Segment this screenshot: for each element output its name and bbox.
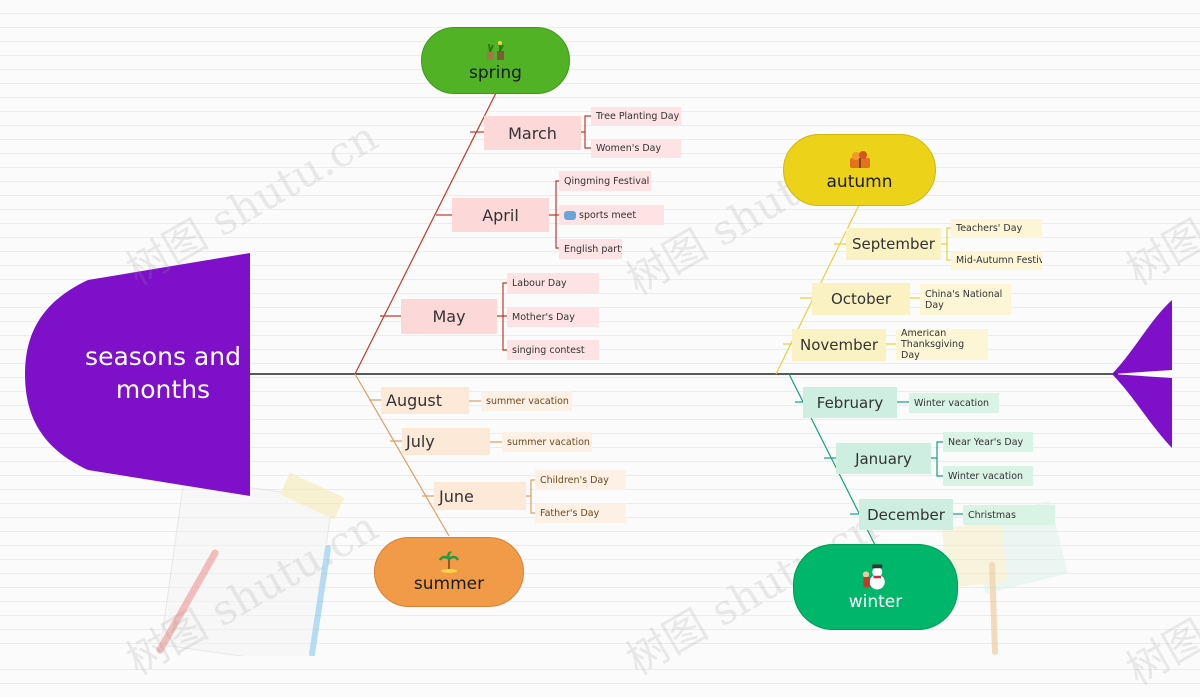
spring-label: spring [469, 62, 522, 83]
fish-tail [1112, 300, 1172, 448]
plant-pots-icon [486, 40, 504, 60]
spring-branch-lines [354, 92, 591, 375]
summer-branch-lines [354, 373, 535, 537]
winter-node[interactable]: winter [793, 544, 958, 630]
month-april[interactable]: April [452, 198, 549, 232]
event-labour-day[interactable]: Labour Day [507, 273, 599, 293]
spring-node[interactable]: spring [421, 27, 570, 94]
month-october[interactable]: October [812, 283, 910, 315]
event-sports-meet[interactable]: sports meet [559, 205, 664, 225]
event-childrens-day[interactable]: Children's Day [535, 470, 626, 490]
month-march[interactable]: March [484, 116, 581, 150]
event-winter-vacation-february[interactable]: Winter vacation [909, 393, 999, 413]
event-chinas-national-day[interactable]: China's National Day [920, 284, 1011, 315]
event-american-thanksgiving-day[interactable]: American Thanksgiving Day [896, 329, 988, 360]
notepad-decoration [156, 472, 345, 656]
summer-node[interactable]: summer [374, 537, 524, 607]
month-june[interactable]: June [434, 482, 526, 510]
palm-tree-icon [438, 551, 460, 573]
month-december[interactable]: December [859, 499, 953, 530]
event-summer-vacation-august[interactable]: summer vacation [481, 391, 572, 411]
autumn-node[interactable]: autumn [783, 134, 936, 206]
event-womens-day[interactable]: Women's Day [591, 139, 681, 158]
event-winter-vacation-january[interactable]: Winter vacation [943, 466, 1033, 486]
month-november[interactable]: November [792, 329, 886, 361]
event-near-years-day[interactable]: Near Year's Day [943, 432, 1033, 452]
month-february[interactable]: February [803, 387, 897, 418]
snowman-icon [862, 564, 885, 590]
event-mothers-day[interactable]: Mother's Day [507, 307, 599, 327]
month-august[interactable]: August [381, 387, 469, 414]
event-tree-planting-day[interactable]: Tree Planting Day [591, 107, 681, 126]
month-january[interactable]: January [836, 443, 931, 474]
month-may[interactable]: May [401, 299, 497, 334]
fishbone-diagram [25, 92, 1172, 656]
diagram-title: seasons and months [85, 342, 241, 404]
swimmer-icon [564, 210, 576, 220]
summer-label: summer [413, 574, 485, 594]
month-september[interactable]: September [846, 228, 941, 260]
event-qingming-festival[interactable]: Qingming Festival [559, 171, 651, 191]
winter-label: winter [848, 592, 903, 612]
event-mid-autumn-festival[interactable]: Mid-Autumn Festival [951, 251, 1042, 270]
event-christmas[interactable]: Christmas [963, 505, 1055, 525]
autumn-tree-icon [849, 151, 870, 168]
month-july[interactable]: July [402, 428, 490, 455]
event-teachers-day[interactable]: Teachers' Day [951, 219, 1042, 238]
event-singing-contest[interactable]: singing contest [507, 340, 599, 360]
event-sports-meet-label: sports meet [579, 209, 637, 221]
event-summer-vacation-july[interactable]: summer vacation [502, 432, 592, 452]
autumn-label: autumn [826, 172, 893, 192]
event-english-party[interactable]: English party [559, 239, 622, 259]
event-fathers-day[interactable]: Father's Day [535, 503, 626, 523]
fish-head [25, 253, 250, 496]
